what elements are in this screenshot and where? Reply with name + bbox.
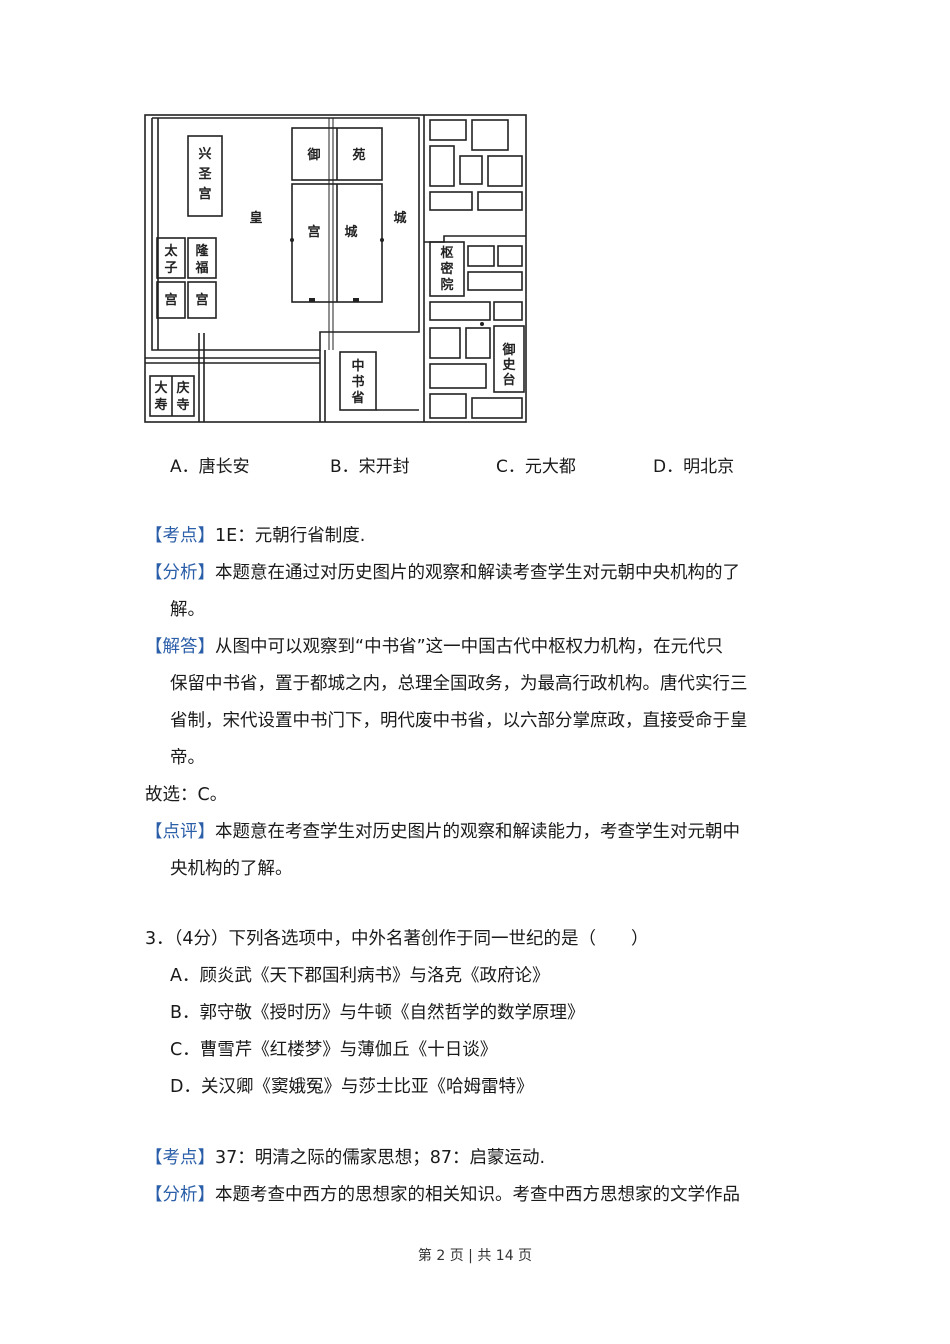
map-label-dashou-2: 寿: [154, 397, 167, 413]
q2-kaodian-tag: 【考点】: [145, 526, 215, 546]
q2-option-a: A．唐长安: [170, 457, 250, 477]
q2-option-d: D．明北京: [653, 457, 735, 477]
map-label-huang: 皇: [249, 210, 262, 226]
map-label-xingsheng-1: 兴: [198, 146, 211, 162]
q2-jieda-line-2: 保留中书省，置于都城之内，总理全国政务，为最高行政机构。唐代实行三: [170, 674, 748, 694]
map-label-taizi-2: 子: [164, 261, 177, 276]
map-label-yushi-3: 台: [502, 372, 515, 388]
q2-jieda-line-3: 省制，宋代设置中书门下，明代废中书省，以六部分掌庶政，直接受命于皇: [170, 711, 748, 731]
q2-fenxi-line-2: 解。: [170, 600, 205, 620]
map-label-longfu-1: 隆: [195, 243, 209, 259]
q3-kaodian-tag: 【考点】: [145, 1148, 215, 1168]
q2-jieda-line-1: 从图中可以观察到“中书省”这一中国古代中枢权力机构，在元代只: [215, 637, 724, 657]
q2-fenxi-line-1: 本题意在通过对历史图片的观察和解读考查学生对元朝中央机构的了: [215, 563, 740, 583]
q3-fenxi: 【分析】本题考查中西方的思想家的相关知识。考查中西方思想家的文学作品: [145, 1185, 740, 1205]
map-label-shumi-1: 枢: [440, 245, 453, 261]
q2-jieda-tag: 【解答】: [145, 637, 215, 657]
map-label-zhongshu-1: 中: [351, 358, 364, 374]
map-label-zhongshu-2: 书: [351, 374, 364, 390]
map-label-qingsi-1: 庆: [175, 380, 189, 396]
map-label-yushi-1: 御: [501, 342, 515, 358]
map-label-longfu-3: 宫: [195, 292, 208, 308]
q2-option-c: C．元大都: [496, 457, 576, 477]
map-label-cheng-imperial: 城: [393, 210, 406, 226]
q3-option-d: D．关汉卿《窦娥冤》与莎士比亚《哈姆雷特》: [170, 1077, 534, 1097]
q2-fenxi-tag: 【分析】: [145, 563, 215, 583]
q2-fenxi: 【分析】本题意在通过对历史图片的观察和解读考查学生对元朝中央机构的了: [145, 563, 740, 583]
map-label-yushi-2: 史: [502, 357, 516, 373]
map-label-zhongshu-3: 省: [350, 390, 364, 406]
q3-fenxi-tag: 【分析】: [145, 1185, 215, 1205]
q3-option-c: C．曹雪芹《红楼梦》与薄伽丘《十日谈》: [170, 1040, 498, 1060]
map-label-yu: 御: [306, 147, 320, 163]
yuan-dadu-map: 兴 圣 宫 御 苑 皇 宫 城 城 太 子 宫 隆 福 宫 枢 密 院 中 书 …: [144, 114, 528, 424]
q3-kaodian-text: 37：明清之际的儒家思想；87：启蒙运动.: [215, 1148, 546, 1168]
q2-dianping-line-1: 本题意在考查学生对历史图片的观察和解读能力，考查学生对元朝中: [215, 822, 740, 842]
q3-stem: 3．（4分）下列各选项中，中外名著创作于同一世纪的是（ ）: [145, 929, 649, 949]
q3-option-a: A．顾炎武《天下郡国利病书》与洛克《政府论》: [170, 966, 550, 986]
map-label-xingsheng-3: 宫: [198, 186, 211, 202]
q2-dianping: 【点评】本题意在考查学生对历史图片的观察和解读能力，考查学生对元朝中: [145, 822, 740, 842]
map-label-yuan: 苑: [351, 147, 365, 163]
map-label-xingsheng-2: 圣: [198, 167, 212, 182]
map-label-shumi-3: 院: [440, 277, 453, 293]
q2-jieda: 【解答】从图中可以观察到“中书省”这一中国古代中枢权力机构，在元代只: [145, 637, 723, 657]
page-footer: 第 2 页 | 共 14 页: [417, 1248, 533, 1264]
q2-dianping-tag: 【点评】: [145, 822, 215, 842]
q2-answer: 故选：C。: [145, 785, 228, 805]
q2-jieda-line-4: 帝。: [170, 748, 205, 768]
map-label-taizi-3: 宫: [164, 292, 177, 308]
map-label-dashou-1: 大: [154, 380, 167, 396]
map-label-gong: 宫: [307, 224, 320, 240]
map-label-qingsi-2: 寺: [176, 397, 189, 413]
q3-option-b: B．郭守敬《授时历》与牛顿《自然哲学的数学原理》: [170, 1003, 585, 1023]
q2-option-b: B．宋开封: [330, 457, 410, 477]
q2-kaodian-text: 1E：元朝行省制度.: [215, 526, 366, 546]
q2-dianping-line-2: 央机构的了解。: [170, 859, 293, 879]
q2-kaodian: 【考点】1E：元朝行省制度.: [145, 526, 365, 546]
map-label-cheng-palace: 城: [344, 224, 357, 240]
map-label-shumi-2: 密: [439, 261, 453, 277]
q3-fenxi-text: 本题考查中西方的思想家的相关知识。考查中西方思想家的文学作品: [215, 1185, 740, 1205]
map-label-taizi-1: 太: [163, 243, 178, 259]
map-label-longfu-2: 福: [194, 260, 208, 276]
q3-kaodian: 【考点】37：明清之际的儒家思想；87：启蒙运动.: [145, 1148, 545, 1168]
